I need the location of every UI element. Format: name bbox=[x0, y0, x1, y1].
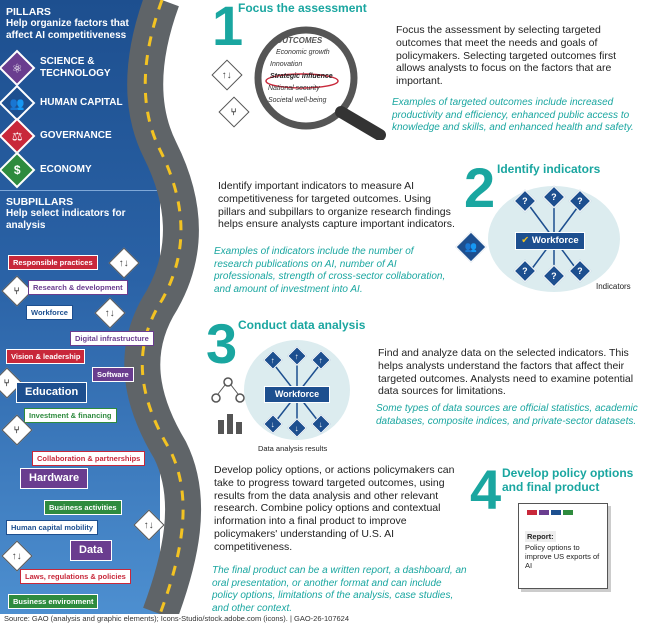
outcome-item: Innovation bbox=[270, 61, 303, 68]
subpillar-chip: Software bbox=[92, 367, 134, 382]
workforce-node: ✔ Workforce bbox=[515, 232, 585, 250]
indicators-label: Indicators bbox=[596, 282, 631, 291]
subpillars-subtitle: Help select indicators for analysis bbox=[6, 208, 126, 231]
results-label: Data analysis results bbox=[258, 444, 328, 453]
pillar-governance: ⚖ GOVERNANCE bbox=[0, 117, 154, 155]
pillar-human-capital: 👥 HUMAN CAPITAL bbox=[0, 84, 154, 122]
step4-body: Develop policy options, or actions polic… bbox=[214, 464, 455, 553]
workforce-node: Workforce bbox=[264, 386, 330, 403]
atom-icon: ⚛ bbox=[0, 49, 36, 87]
people-icon: 👥 bbox=[455, 231, 487, 263]
pillar-label: SCIENCE & TECHNOLOGY bbox=[40, 56, 111, 79]
subpillar-chip: Hardware bbox=[20, 468, 89, 489]
subpillar-chip: Collaboration & partnerships bbox=[32, 451, 146, 466]
step2-title: Identify indicators bbox=[497, 162, 601, 176]
subpillar-chip: Laws, regulations & policies bbox=[20, 569, 131, 584]
subpillar-chip: Digital infrastructure bbox=[70, 331, 154, 346]
report-label: Report: bbox=[525, 531, 556, 542]
report-color-bar bbox=[527, 510, 537, 515]
outcome-item: Societal well-being bbox=[268, 97, 327, 104]
step3-body: Find and analyze data on the selected in… bbox=[378, 347, 634, 398]
report-color-bar bbox=[551, 510, 561, 515]
step4-title: Develop policy options and final product bbox=[502, 466, 634, 494]
dollar-icon: $ bbox=[0, 151, 36, 189]
report-text: Policy options to improve US exports of … bbox=[525, 543, 600, 570]
report-color-bar bbox=[539, 510, 549, 515]
step4-number: 4 bbox=[470, 458, 502, 521]
step4-example: The final product can be a written repor… bbox=[212, 565, 467, 614]
source-note: Source: GAO (analysis and graphic elemen… bbox=[4, 614, 350, 623]
road-graphic bbox=[124, 0, 202, 614]
pillars-subtitle: Help organize factors that affect AI com… bbox=[6, 18, 129, 41]
outcomes-lens: OUTCOMES Economic growth Innovation Stra… bbox=[268, 35, 348, 107]
report-color-bar bbox=[563, 510, 573, 515]
org-chart-icon bbox=[211, 377, 245, 434]
outcome-item: Economic growth bbox=[276, 49, 330, 56]
subpillar-chip: Investment & financing bbox=[24, 408, 117, 423]
report-content: Report: Policy options to improve US exp… bbox=[525, 531, 601, 570]
divider bbox=[0, 190, 160, 191]
step1-example: Examples of targeted outcomes include in… bbox=[392, 97, 634, 133]
step3-title: Conduct data analysis bbox=[238, 318, 366, 332]
step2-body: Identify important indicators to measure… bbox=[218, 180, 455, 231]
pillar-label: GOVERNANCE bbox=[40, 130, 112, 141]
outcome-item-highlighted: Strategic influence bbox=[270, 73, 333, 80]
subpillar-chip: Vision & leadership bbox=[6, 349, 86, 364]
workforce-label: Workforce bbox=[531, 235, 579, 246]
pillar-label: HUMAN CAPITAL bbox=[40, 97, 123, 108]
subpillar-chip: Data bbox=[70, 540, 112, 561]
subpillar-chip: Business environment bbox=[8, 594, 99, 609]
gavel-icon: ⚖ bbox=[0, 117, 36, 155]
outcome-item: National security bbox=[268, 85, 320, 92]
pillar-label: ECONOMY bbox=[40, 164, 92, 175]
subpillar-chip: Research & development bbox=[28, 280, 128, 295]
step1-number: 1 bbox=[212, 0, 244, 57]
report-document: Report: Policy options to improve US exp… bbox=[518, 503, 608, 589]
subpillars-header: SUBPILLARS Help select indicators for an… bbox=[6, 196, 136, 232]
subpillar-chip: Human capital mobility bbox=[6, 520, 99, 535]
step2-number: 2 bbox=[464, 156, 496, 219]
subpillar-chip: Workforce bbox=[26, 305, 73, 320]
subpillars-title: SUBPILLARS bbox=[6, 196, 74, 208]
magnifier-icon bbox=[254, 26, 386, 140]
subpillar-chip: Education bbox=[16, 382, 88, 403]
subpillar-chip: Business activities bbox=[44, 500, 122, 515]
step3-example: Some types of data sources are official … bbox=[376, 403, 638, 427]
pillar-economy: $ ECONOMY bbox=[0, 151, 154, 189]
people-icon: 👥 bbox=[0, 84, 36, 122]
step2-example: Examples of indicators include the numbe… bbox=[214, 246, 446, 295]
subpillar-chip: Responsible practices bbox=[8, 255, 98, 270]
outcomes-title: OUTCOMES bbox=[276, 36, 323, 45]
step1-title: Focus the assessment bbox=[238, 1, 367, 15]
check-icon: ✔ bbox=[521, 235, 530, 246]
step1-body: Focus the assessment by selecting target… bbox=[396, 24, 617, 88]
step3-number: 3 bbox=[206, 312, 238, 375]
pillar-science-technology: ⚛ SCIENCE & TECHNOLOGY bbox=[0, 49, 154, 87]
pillars-header: PILLARS Help organize factors that affec… bbox=[6, 6, 156, 42]
pillars-title: PILLARS bbox=[6, 6, 51, 18]
